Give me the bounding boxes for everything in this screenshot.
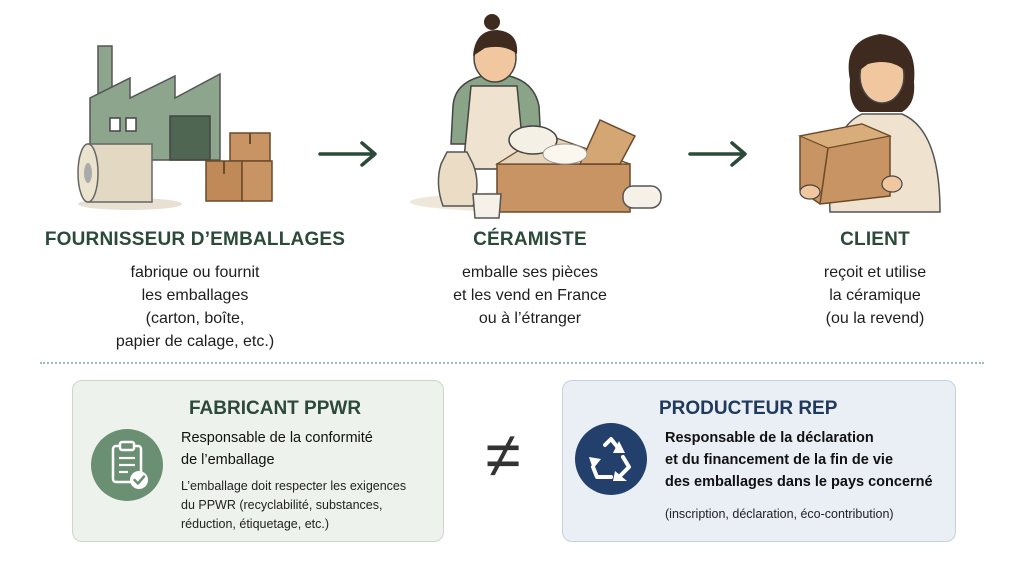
actor-title: CLIENT <box>840 229 910 250</box>
desc-line: reçoit et utilise <box>823 264 927 281</box>
actor-ceramist: CÉRAMISTE emballe ses pièces et les vend… <box>400 229 660 330</box>
card-title: FABRICANT PPWR <box>189 398 362 419</box>
sub-line: L’emballage doit respecter les exigences <box>181 479 407 493</box>
desc-line: papier de calage, etc.) <box>115 333 275 350</box>
actor-description: fabrique ou fournit les emballages (cart… <box>40 261 350 353</box>
desc-line: (carton, boîte, <box>145 310 245 327</box>
actor-title: FOURNISSEUR D’EMBALLAGES <box>44 229 346 250</box>
rep-card: PRODUCTEUR REP Responsable de la déclara… <box>562 380 956 542</box>
client-illustration <box>790 20 960 215</box>
desc-line: et les vend en France <box>453 287 607 304</box>
sub-line: du PPWR (recyclabilité, substances, <box>181 498 383 512</box>
desc-line: (ou la revend) <box>825 310 925 327</box>
not-equal-symbol: ≠ <box>485 419 521 491</box>
desc-line: la céramique <box>829 287 921 304</box>
desc-line: ou à l’étranger <box>478 310 582 327</box>
card-sub-text: (inscription, déclaration, éco-contribut… <box>665 505 894 524</box>
ceramist-illustration <box>405 14 665 219</box>
main-line: des emballages dans le pays concerné <box>665 474 933 490</box>
main-line: de l’emballage <box>181 452 275 468</box>
desc-line: emballe ses pièces <box>461 264 599 281</box>
arrow-right-icon <box>318 140 380 173</box>
card-main-text: Responsable de la conformité de l’emball… <box>181 427 373 471</box>
card-sub-text: L’emballage doit respecter les exigences… <box>181 477 406 534</box>
sub-line: réduction, étiquetage, etc.) <box>181 517 330 531</box>
actor-title: CÉRAMISTE <box>473 229 587 250</box>
arrow-right-icon <box>688 140 750 173</box>
card-title: PRODUCTEUR REP <box>659 398 838 419</box>
factory-illustration <box>70 40 300 215</box>
card-main-text: Responsable de la déclaration et du fina… <box>665 427 933 493</box>
dotted-divider <box>40 362 984 364</box>
recycle-icon <box>575 423 647 495</box>
actor-description: emballe ses pièces et les vend en France… <box>400 261 660 330</box>
actor-client: CLIENT reçoit et utilise la céramique (o… <box>770 229 980 330</box>
desc-line: les emballages <box>141 287 249 304</box>
ppwr-card: FABRICANT PPWR Responsable de la conform… <box>72 380 444 542</box>
desc-line: fabrique ou fournit <box>130 264 260 281</box>
main-line: et du financement de la fin de vie <box>665 452 894 468</box>
main-line: Responsable de la déclaration <box>665 430 874 446</box>
actor-description: reçoit et utilise la céramique (ou la re… <box>770 261 980 330</box>
sub-line: (inscription, déclaration, éco-contribut… <box>665 507 894 521</box>
clipboard-check-icon <box>91 429 163 501</box>
main-line: Responsable de la conformité <box>181 430 373 446</box>
actor-supplier: FOURNISSEUR D’EMBALLAGES fabrique ou fou… <box>40 229 350 353</box>
